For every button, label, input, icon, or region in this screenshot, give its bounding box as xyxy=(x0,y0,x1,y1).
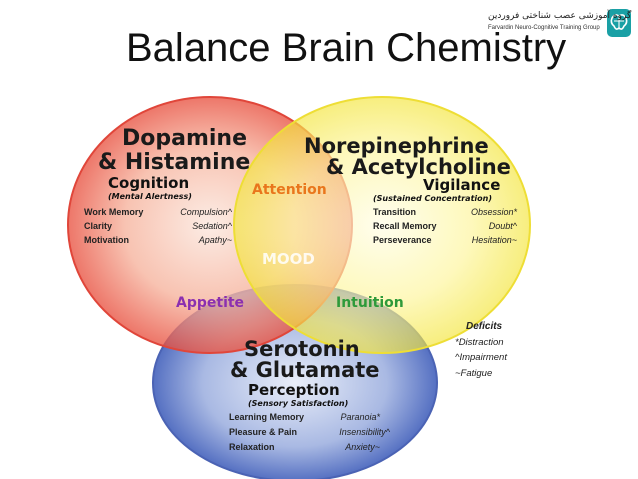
vigilance-deficit-1: Obsession* xyxy=(471,207,518,217)
perception-label: Perception xyxy=(248,381,340,399)
vigilance-deficit-3: Hesitation~ xyxy=(472,235,517,245)
vigilance-item-1: Transition xyxy=(373,207,416,217)
deficit-impairment: ^Impairment xyxy=(455,352,507,363)
perception-deficit-1: Paranoia* xyxy=(340,412,380,422)
deficit-distraction: *Distraction xyxy=(455,337,504,348)
appetite-label: Appetite xyxy=(176,295,244,311)
logo xyxy=(484,6,634,42)
dopamine-title: Dopamine xyxy=(122,126,247,151)
logo-persian-text: گروه آموزشی عصب شناختی فروردین xyxy=(488,11,632,21)
vigilance-label: Vigilance xyxy=(423,176,500,194)
cognition-deficit-1: Compulsion^ xyxy=(180,207,233,217)
cognition-deficit-3: Apathy~ xyxy=(198,235,232,245)
perception-item-1: Learning Memory xyxy=(229,412,304,422)
perception-subtitle: (Sensory Satisfaction) xyxy=(248,399,348,408)
deficit-fatigue: ~Fatigue xyxy=(455,368,492,379)
brain-icon xyxy=(607,9,631,37)
histamine-title: & Histamine xyxy=(98,150,250,175)
norepinephrine-title: Norepinephrine xyxy=(304,134,489,158)
vigilance-subtitle: (Sustained Concentration) xyxy=(373,194,492,203)
vigilance-item-3: Perseverance xyxy=(373,235,432,245)
attention-label: Attention xyxy=(252,182,327,198)
page-title: Balance Brain Chemistry xyxy=(126,26,567,70)
acetylcholine-title: & Acetylcholine xyxy=(326,155,511,179)
perception-deficit-2: Insensibility^ xyxy=(339,427,391,437)
serotonin-title: Serotonin xyxy=(244,337,360,361)
cognition-label: Cognition xyxy=(108,174,189,192)
logo-english-text: Farvardin Neuro-Cognitive Training Group xyxy=(488,25,600,31)
perception-item-2: Pleasure & Pain xyxy=(229,427,297,437)
cognition-deficit-2: Sedation^ xyxy=(192,221,233,231)
norepinephrine-circle xyxy=(233,96,531,354)
cognition-item-1: Work Memory xyxy=(84,207,143,217)
cognition-subtitle: (Mental Alertness) xyxy=(108,192,192,201)
intuition-label: Intuition xyxy=(336,295,404,311)
vigilance-item-2: Recall Memory xyxy=(373,221,437,231)
perception-deficit-3: Anxiety~ xyxy=(344,442,380,452)
mood-label: MOOD xyxy=(262,250,315,268)
deficits-title: Deficits xyxy=(466,321,503,332)
perception-item-3: Relaxation xyxy=(229,442,275,452)
cognition-item-2: Clarity xyxy=(84,221,112,231)
glutamate-title: & Glutamate xyxy=(230,358,380,382)
cognition-item-3: Motivation xyxy=(84,235,129,245)
vigilance-deficit-2: Doubt^ xyxy=(489,221,518,231)
